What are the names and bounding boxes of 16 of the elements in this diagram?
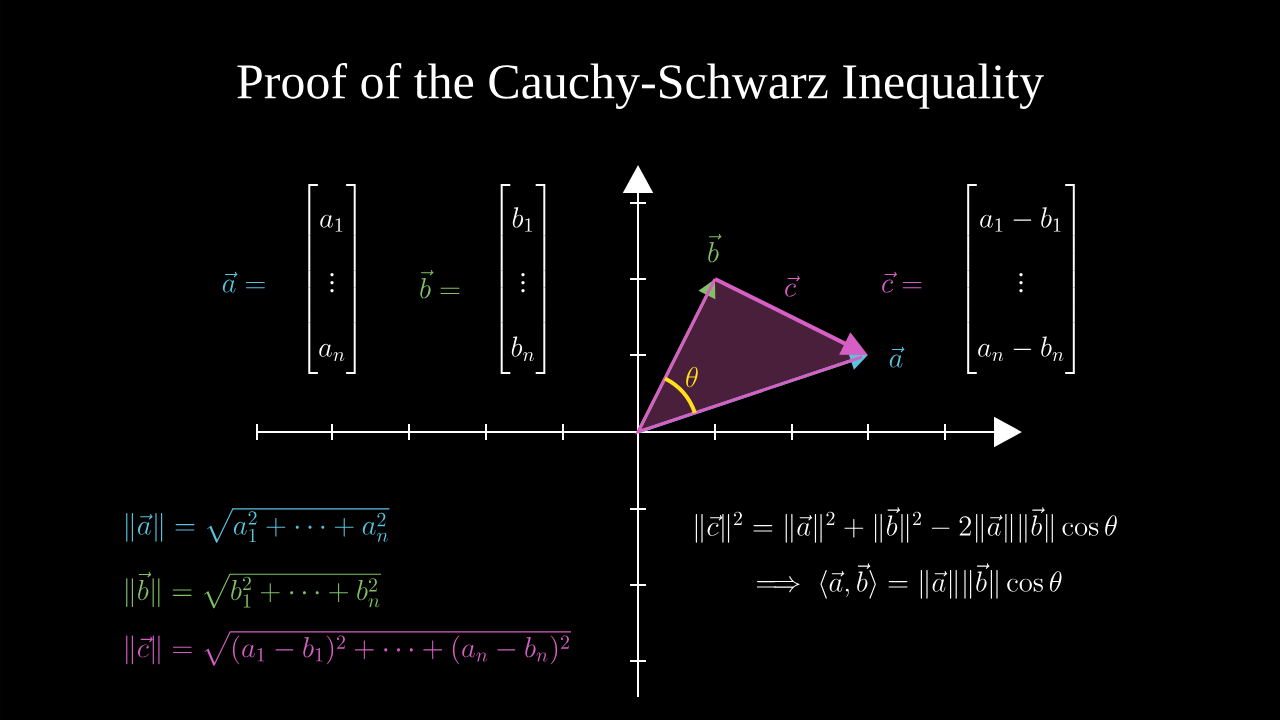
vector-equation-label: $\vec{b} =$ — [420, 269, 460, 299]
equation: $\implies \langle \vec{a}, \vec{b} \rangle = \|\vec{a}\|\|\vec{b}\| \cos\theta$ — [756, 563, 1062, 599]
angle-label: $\theta$ — [686, 366, 698, 388]
column-vector: $\begin{bmatrix} b_1 \\ \vdots \\ b_n \end{bmatrix}$ — [500, 184, 546, 374]
equation: $\|\vec{b}\| = \sqrt{b_1^2 + \cdots + b_n^2}$ — [126, 571, 381, 609]
equation: $\|\vec{c}\| = \sqrt{(a_1 - b_1)^2 + \cdots + (a_n - b_n)^2}$ — [126, 631, 571, 666]
vector-equation-label: $\vec{c} =$ — [882, 271, 922, 293]
vector-label: $\vec{b}$ — [708, 233, 722, 263]
title: Proof of the Cauchy-Schwarz Inequality — [237, 63, 1044, 109]
equation: $\|\vec{c}\|^2 = \|\vec{a}\|^2 + \|\vec{b}\|^2 - 2\|\vec{a}\|\|\vec{b}\| \cos\theta$ — [695, 507, 1117, 543]
column-vector: $\begin{bmatrix} a_1 - b_1 \\ \vdots \\ a_n - b_n \end{bmatrix}$ — [967, 184, 1075, 374]
vector-label: $\vec{a}$ — [889, 346, 905, 368]
column-vector: $\begin{bmatrix} a_1 \\ \vdots \\ a_n \end{bmatrix}$ — [308, 184, 356, 374]
vector-equation-label: $\vec{a} =$ — [222, 271, 265, 293]
equation: $\|\vec{a}\| = \sqrt{a_1^2 + \cdots + a_n^2}$ — [126, 508, 390, 543]
vector-label: $\vec{c}$ — [785, 275, 801, 297]
